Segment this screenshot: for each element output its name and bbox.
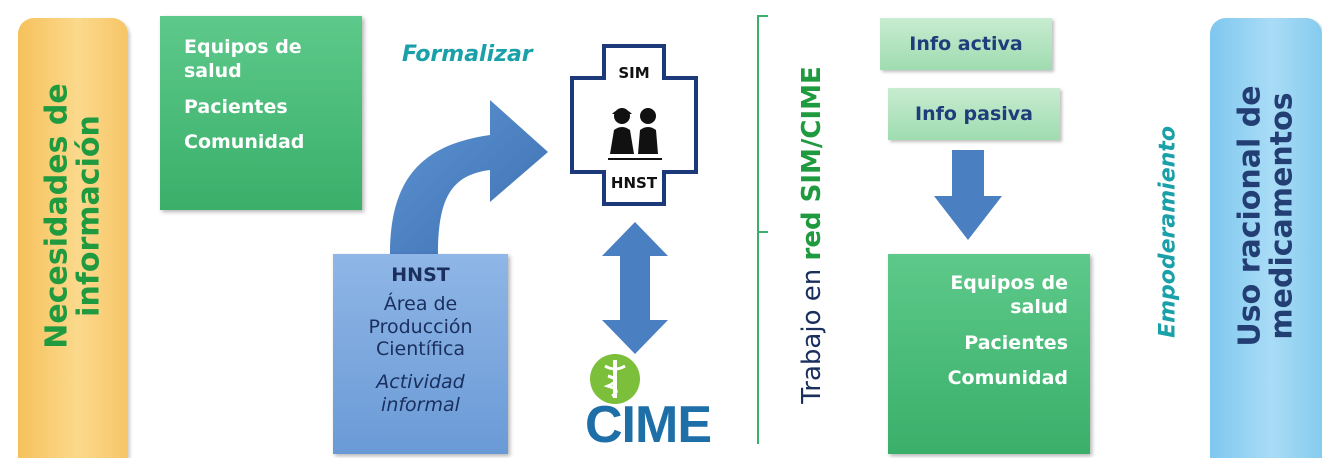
hnst-cross-label: HNST bbox=[610, 174, 658, 192]
target-item-community: Comunidad bbox=[184, 131, 305, 154]
hnst-title: HNST bbox=[391, 264, 450, 286]
network-work-label: Trabajo en red SIM/CIME bbox=[797, 66, 827, 404]
information-needs-label: Necesidades de información bbox=[39, 83, 107, 349]
target-groups-box-bottom: Equipos de salud Pacientes Comunidad bbox=[888, 254, 1090, 454]
rational-use-label: Uso racional de medicamentos bbox=[1232, 85, 1300, 347]
target-item-health-teams: Equipos de salud bbox=[184, 36, 302, 82]
rational-use-column: Uso racional de medicamentos bbox=[1210, 18, 1322, 458]
formalize-label: Formalizar bbox=[402, 42, 533, 67]
sim-cross-icon bbox=[570, 44, 698, 206]
cime-logo-icon bbox=[590, 354, 640, 404]
curved-arrow-icon bbox=[390, 100, 548, 255]
bracket-line bbox=[757, 15, 768, 444]
information-needs-column: Necesidades de información bbox=[18, 18, 128, 458]
active-info-box: Info activa bbox=[880, 18, 1052, 70]
double-arrow-icon bbox=[602, 222, 668, 354]
empowerment-label: Empoderamiento bbox=[1155, 126, 1181, 338]
target-item-community-2: Comunidad bbox=[947, 367, 1068, 390]
target-groups-box-top: Equipos de salud Pacientes Comunidad bbox=[160, 16, 362, 210]
target-item-patients: Pacientes bbox=[184, 95, 288, 118]
down-arrow-icon bbox=[934, 150, 1002, 240]
cime-logo-text: CIME bbox=[585, 396, 712, 454]
sim-label: SIM bbox=[618, 64, 650, 82]
target-item-health-teams-2: Equipos de salud bbox=[950, 272, 1068, 318]
passive-info-box: Info pasiva bbox=[888, 88, 1060, 140]
hnst-production-box: HNST Área de Producción Científica Activ… bbox=[333, 254, 508, 454]
target-item-patients-2: Pacientes bbox=[964, 331, 1068, 354]
